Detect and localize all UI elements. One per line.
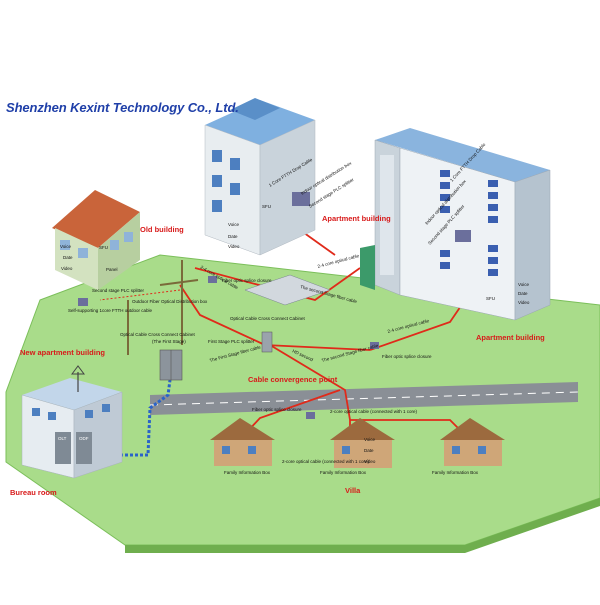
label-fiber-closure-top: Fiber optic splice closure <box>222 278 272 283</box>
label-cable-convergence: Cable convergence point <box>248 375 338 384</box>
label-cross-connect-upper: Optical Cable Cross Connect Cabinet <box>230 316 306 321</box>
label-fib-mid: Family Information Box <box>320 470 367 475</box>
label-fib-left: Family Information Box <box>224 470 271 475</box>
blue-trunk-cable <box>120 379 172 457</box>
label-left-video: Video <box>228 244 240 249</box>
ground-edge <box>125 498 600 553</box>
label-fiber-closure-mid: Fiber optic splice closure <box>382 354 432 359</box>
right-building-sfu-column-a <box>440 170 450 269</box>
label-right-voice: Voice <box>518 282 530 287</box>
label-fib-right: Family Information Box <box>432 470 479 475</box>
label-second-stage-plc: Second stage PLC splitter <box>92 288 145 293</box>
upper-cabinet <box>244 274 331 353</box>
label-apartment-right: Apartment building <box>476 333 545 342</box>
road-marking <box>149 391 579 406</box>
label-villa: Villa <box>345 486 361 495</box>
cross-connect-cabinet <box>159 349 183 381</box>
label-fiber-closure-road: Fiber optic splice closure <box>252 407 302 412</box>
label-old-building: Old building <box>140 225 184 234</box>
label-villa-video: Video <box>364 459 376 464</box>
label-first-stage-plc: First Stage PLC splitter <box>208 339 255 344</box>
label-old-date: Date <box>63 255 73 260</box>
label-left-sfu: SFU <box>262 204 271 209</box>
label-villa-voice: Voice <box>364 437 376 442</box>
label-core24-b: 2-4 core optical cable <box>317 253 360 269</box>
villa-right <box>440 418 505 466</box>
villa-labels: Family Information Box Family Informatio… <box>224 437 479 475</box>
utility-poles <box>127 260 199 355</box>
label-core2-villa: 2-core optical cable (connected with 1 c… <box>330 409 418 414</box>
red-area-labels: Old building Apartment building Apartmen… <box>10 214 545 497</box>
label-villa-date: Date <box>364 448 374 453</box>
label-right-video: Video <box>518 300 530 305</box>
old-house-labels: Voice Date Video SFU Panel <box>60 244 118 272</box>
label-cross-connect-lower: Optical Cable Cross Connect Cabinet <box>120 332 196 337</box>
old-building <box>52 190 140 290</box>
label-apartment-top: Apartment building <box>322 214 391 223</box>
bureau-building <box>21 365 123 479</box>
left-apartment-building <box>204 98 316 256</box>
label-left-voice: Voice <box>228 222 240 227</box>
label-right-sfu: SFU <box>486 296 495 301</box>
label-first-stage-note: (The First Stage) <box>152 339 186 344</box>
label-olt: OLT <box>58 436 67 441</box>
label-odf: ODF <box>79 436 89 441</box>
label-outdoor-box: Outdoor Fiber Optical Distribution box <box>132 299 208 304</box>
label-old-voice: Voice <box>60 244 72 249</box>
label-old-panel: Panel <box>106 267 118 272</box>
label-core2-villa-b: 2-core optical cable (connected with 1 c… <box>282 459 370 464</box>
villa-left <box>210 418 275 466</box>
label-bureau-room: Bureau room <box>10 488 57 497</box>
company-title: Shenzhen Kexint Technology Co., Ltd. <box>6 100 239 115</box>
label-old-sfu: SFU <box>99 245 108 250</box>
splice-closures <box>78 192 471 419</box>
label-self-supporting: Self-supporting 1core FTTH outdoor cable <box>68 308 153 313</box>
villa-middle <box>330 418 395 468</box>
label-old-video: Video <box>61 266 73 271</box>
label-new-apartment: New apartment building <box>20 348 105 357</box>
right-building-sfu-column-b <box>488 180 498 276</box>
label-left-date: Date <box>228 234 238 239</box>
label-right-date: Date <box>518 291 528 296</box>
